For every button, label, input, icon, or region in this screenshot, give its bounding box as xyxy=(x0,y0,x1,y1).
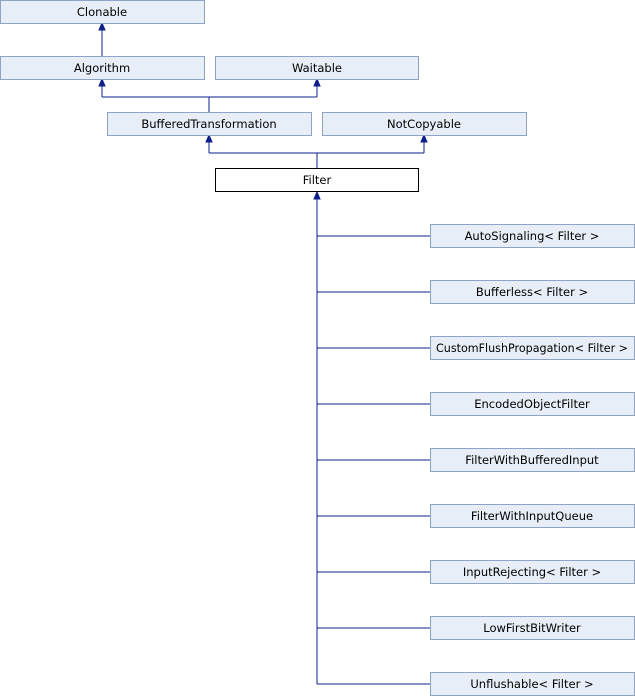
node-label-filterwithinputqueue: FilterWithInputQueue xyxy=(471,509,593,523)
node-unflushable[interactable]: Unflushable< Filter > xyxy=(430,672,635,696)
node-label-bufferedtransformation: BufferedTransformation xyxy=(141,117,276,131)
node-label-encodedobjectfilter: EncodedObjectFilter xyxy=(474,397,590,411)
node-label-filterwithbufferedinput: FilterWithBufferedInput xyxy=(465,453,599,467)
node-algorithm[interactable]: Algorithm xyxy=(0,56,205,80)
node-label-autosignaling: AutoSignaling< Filter > xyxy=(465,229,600,243)
node-label-customflushpropagation: CustomFlushPropagation< Filter > xyxy=(436,341,628,355)
node-clonable[interactable]: Clonable xyxy=(0,0,205,24)
node-inputrejecting[interactable]: InputRejecting< Filter > xyxy=(430,560,635,584)
node-label-clonable: Clonable xyxy=(77,5,127,19)
node-bufferedtransformation[interactable]: BufferedTransformation xyxy=(107,112,312,136)
node-label-algorithm: Algorithm xyxy=(74,61,130,75)
arrow-to-bufferedtransformation xyxy=(205,133,213,143)
node-label-inputrejecting: InputRejecting< Filter > xyxy=(463,565,601,579)
node-filterwithinputqueue[interactable]: FilterWithInputQueue xyxy=(430,504,635,528)
node-filter: Filter xyxy=(215,168,419,192)
node-customflushpropagation[interactable]: CustomFlushPropagation< Filter > xyxy=(430,336,635,360)
edges xyxy=(98,21,430,685)
node-autosignaling[interactable]: AutoSignaling< Filter > xyxy=(430,224,635,248)
node-notcopyable[interactable]: NotCopyable xyxy=(322,112,527,136)
node-lowfirstbitwriter[interactable]: LowFirstBitWriter xyxy=(430,616,635,640)
arrow-to-filter xyxy=(313,190,321,200)
arrow-to-notcopyable xyxy=(420,133,428,143)
node-label-notcopyable: NotCopyable xyxy=(387,117,461,131)
node-bufferless[interactable]: Bufferless< Filter > xyxy=(430,280,635,304)
node-label-lowfirstbitwriter: LowFirstBitWriter xyxy=(483,621,581,635)
arrow-to-waitable xyxy=(313,77,321,87)
node-label-waitable: Waitable xyxy=(292,61,342,75)
node-filterwithbufferedinput[interactable]: FilterWithBufferedInput xyxy=(430,448,635,472)
node-encodedobjectfilter[interactable]: EncodedObjectFilter xyxy=(430,392,635,416)
node-waitable[interactable]: Waitable xyxy=(215,56,419,80)
node-label-bufferless: Bufferless< Filter > xyxy=(476,285,588,299)
arrow-to-algorithm xyxy=(98,77,106,87)
arrow-to-clonable xyxy=(98,21,106,31)
node-label-unflushable: Unflushable< Filter > xyxy=(470,677,593,691)
node-label-filter: Filter xyxy=(303,173,332,187)
